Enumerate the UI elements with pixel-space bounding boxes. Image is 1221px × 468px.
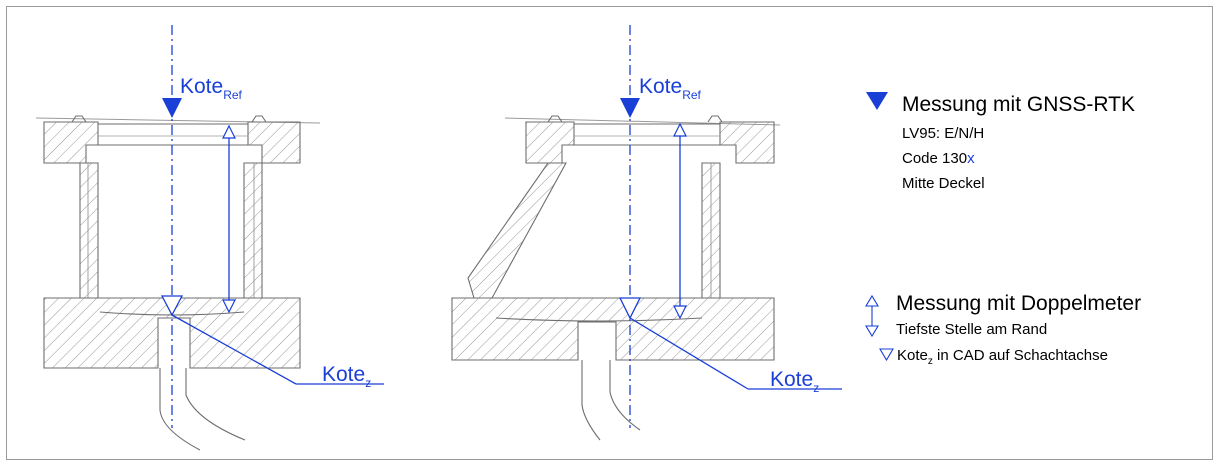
right-manhole-section: KoteRef Kotez	[451, 25, 842, 441]
gnss-heading: Messung mit GNSS-RTK	[902, 93, 1135, 116]
left-kote-ref-label: KoteRef	[180, 75, 243, 102]
right-doppelmeter-arrow-icon	[673, 122, 687, 320]
doppelmeter-legend-icon	[865, 294, 879, 338]
left-doppelmeter-arrow-icon	[222, 124, 236, 314]
gnss-line-3: Mitte Deckel	[902, 175, 985, 192]
gnss-line-1: LV95: E/N/H	[902, 125, 984, 142]
legend: Messung mit GNSS-RTK LV95: E/N/H Code 13…	[865, 92, 1141, 367]
right-kote-z-label: Kotez	[770, 368, 819, 395]
right-kote-ref-label: KoteRef	[639, 75, 702, 102]
doppelmeter-heading: Messung mit Doppelmeter	[896, 292, 1141, 315]
doppelmeter-line-1: Tiefste Stelle am Rand	[896, 321, 1047, 338]
kote-z-legend-text: Kotez in CAD auf Schachtachse	[897, 347, 1108, 367]
diagram-frame	[6, 6, 1213, 460]
kote-z-legend-icon	[879, 348, 894, 362]
left-kote-z-label: Kotez	[322, 363, 371, 390]
left-manhole-section: KoteRef Kotez	[35, 25, 384, 451]
right-kote-ref-marker-icon	[620, 98, 640, 118]
gnss-line-2: Code 130x	[902, 150, 975, 167]
kote-ref-marker-icon	[162, 98, 182, 118]
right-kote-z-marker-icon	[618, 297, 642, 320]
left-kote-z-marker-icon	[160, 295, 184, 317]
gnss-marker-icon	[866, 92, 888, 110]
